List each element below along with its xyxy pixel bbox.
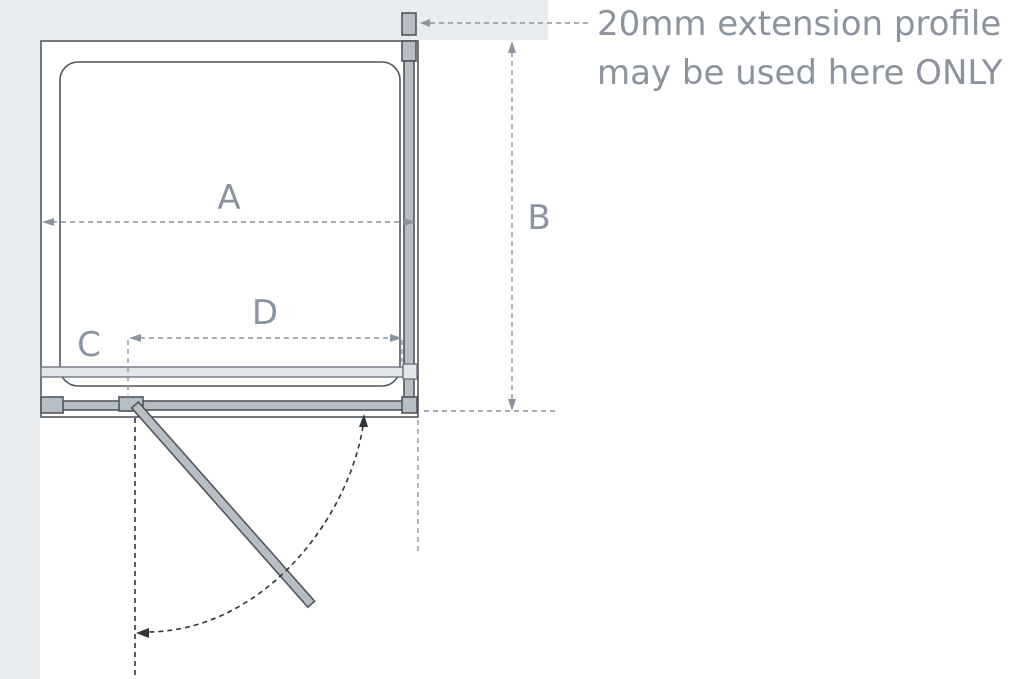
dimension-b-arrow-top — [508, 41, 516, 53]
dimension-d-arrow-left — [129, 334, 141, 342]
extension-note-arrow — [420, 19, 430, 27]
top-wall — [0, 0, 548, 40]
corner-post — [401, 396, 418, 414]
door-swing-arc — [145, 425, 364, 633]
stabiliser-rail — [40, 366, 404, 378]
front-wall-profile — [40, 396, 64, 414]
extension-profile-marker — [401, 12, 417, 36]
pivot-door — [130, 400, 316, 609]
shower-tray-basin — [59, 61, 401, 387]
dimension-a-arrow-left — [42, 218, 54, 226]
dimension-a-arrow-right — [404, 218, 416, 226]
front-panel — [59, 400, 406, 411]
door-swing-arrow-bottom — [136, 628, 149, 638]
rail-end-cap — [402, 363, 418, 380]
extension-note-line-1: 20mm extension profile — [597, 4, 1001, 44]
label-d: D — [252, 293, 278, 333]
shower-tray-outline — [40, 40, 419, 418]
left-wall — [0, 0, 40, 679]
dimension-d-arrow-right — [390, 334, 402, 342]
right-wall-profile — [401, 40, 417, 62]
extension-note-line-2: may be used here ONLY — [597, 53, 1003, 93]
label-b: B — [527, 198, 550, 238]
side-panel — [403, 60, 415, 402]
label-c: C — [77, 325, 101, 365]
door-swing-arrow-top — [359, 414, 368, 427]
dimension-b-arrow-bottom — [508, 399, 516, 411]
label-a: A — [217, 178, 240, 218]
